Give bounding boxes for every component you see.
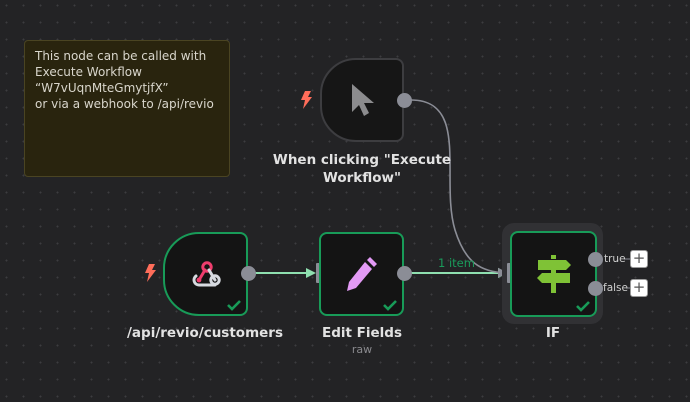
node-webhook[interactable]	[163, 232, 248, 316]
trigger-bolt-manual	[300, 91, 312, 109]
sticky-note-line: “W7vUqnMteGmytjfX”	[35, 81, 169, 95]
sticky-note-line: or via a webhook to /api/revio	[35, 97, 214, 111]
node-if[interactable]	[510, 231, 597, 317]
success-check-icon	[227, 300, 241, 311]
if-true-add-node-button[interactable]: +	[630, 250, 648, 268]
edit-fields-label: Edit Fields	[322, 325, 402, 341]
webhook-label: /api/revio/customers	[126, 325, 283, 341]
webhook-icon	[192, 261, 221, 287]
pencil-icon	[347, 257, 377, 291]
node-manual-trigger[interactable]	[320, 58, 404, 142]
edit-fields-subtitle: raw	[351, 343, 373, 356]
success-check-icon	[383, 300, 397, 311]
manual-trigger-label: When clicking "Execute Workflow"	[262, 151, 462, 187]
sticky-note[interactable]: This node can be called with Execute Wor…	[24, 40, 230, 177]
node-edit-fields[interactable]	[319, 232, 404, 316]
connection-manual-trigger-to-if[interactable]	[410, 99, 508, 278]
signpost-icon	[537, 255, 571, 293]
success-check-icon	[576, 301, 590, 312]
webhook-output-handle[interactable]	[241, 266, 256, 281]
if-false-output-handle[interactable]	[588, 281, 603, 296]
trigger-bolt-webhook	[144, 264, 156, 282]
manual-trigger-output-handle[interactable]	[397, 93, 412, 108]
if-label: IF	[545, 325, 561, 341]
manual-trigger-label-line1: When clicking "Execute	[272, 152, 452, 168]
cursor-pointer-icon	[352, 84, 374, 116]
sticky-note-line: Execute Workflow	[35, 65, 142, 79]
connection-items-label: 1 item	[438, 256, 475, 270]
sticky-note-line: This node can be called with	[35, 49, 207, 63]
lightning-bolt-icon	[145, 264, 156, 282]
if-true-output-handle[interactable]	[588, 252, 603, 267]
manual-trigger-label-line2: Workflow"	[322, 170, 402, 186]
if-false-add-node-button[interactable]: +	[630, 279, 648, 297]
if-false-output-label: false	[603, 282, 628, 294]
if-true-output-label: true	[604, 253, 626, 265]
edit-fields-output-handle[interactable]	[397, 266, 412, 281]
lightning-bolt-icon	[301, 91, 312, 109]
